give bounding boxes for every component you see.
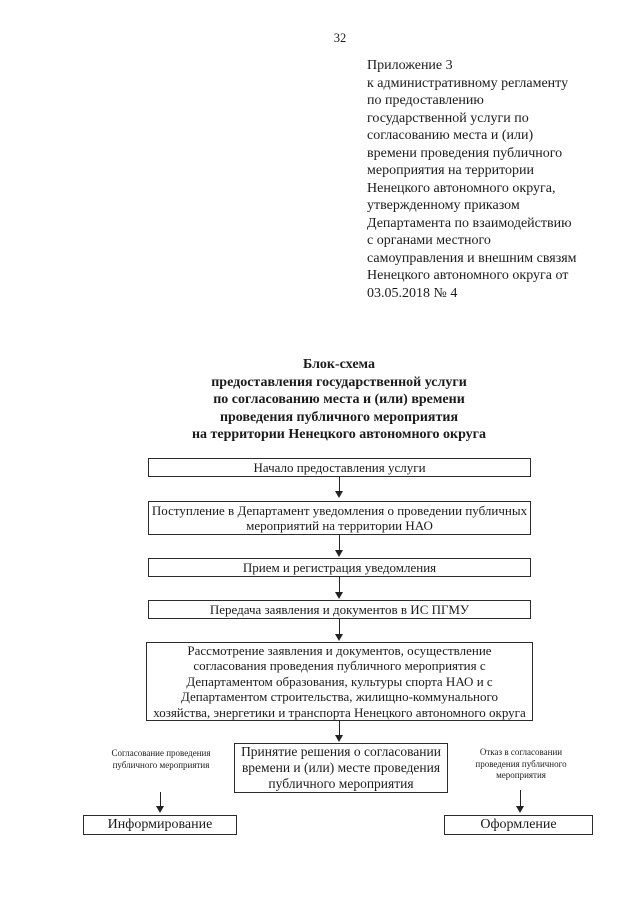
appendix-reference: Приложение 3 к административному регламе… — [367, 58, 577, 301]
arrow-down-icon — [335, 477, 344, 498]
branch-label-approval: Согласование проведения публичного мероп… — [111, 748, 211, 770]
flow-result-informing: Информирование — [83, 815, 237, 835]
flow-step-start: Начало предоставления услуги — [148, 458, 531, 477]
branch-label-refusal: Отказ в согласовании проведения публично… — [475, 747, 567, 780]
arrow-down-icon — [335, 535, 344, 557]
arrow-down-icon — [156, 792, 165, 813]
arrow-down-icon — [335, 721, 344, 742]
page-number: 32 — [333, 31, 347, 45]
arrow-down-icon — [335, 577, 344, 599]
arrow-down-icon — [516, 790, 525, 813]
flow-step-transfer-documents: Передача заявления и документов в ИС ПГМ… — [148, 600, 531, 619]
flow-step-review: Рассмотрение заявления и документов, осу… — [146, 642, 533, 721]
flow-step-decision: Принятие решения о согласовании времени … — [234, 743, 448, 793]
flow-result-formalization: Оформление — [444, 815, 593, 835]
flowchart-title: Блок-схема предоставления государственно… — [191, 357, 487, 443]
flow-step-notification-received: Поступление в Департамент уведомления о … — [148, 501, 531, 535]
arrow-down-icon — [335, 619, 344, 641]
flow-step-registration: Прием и регистрация уведомления — [148, 558, 531, 577]
